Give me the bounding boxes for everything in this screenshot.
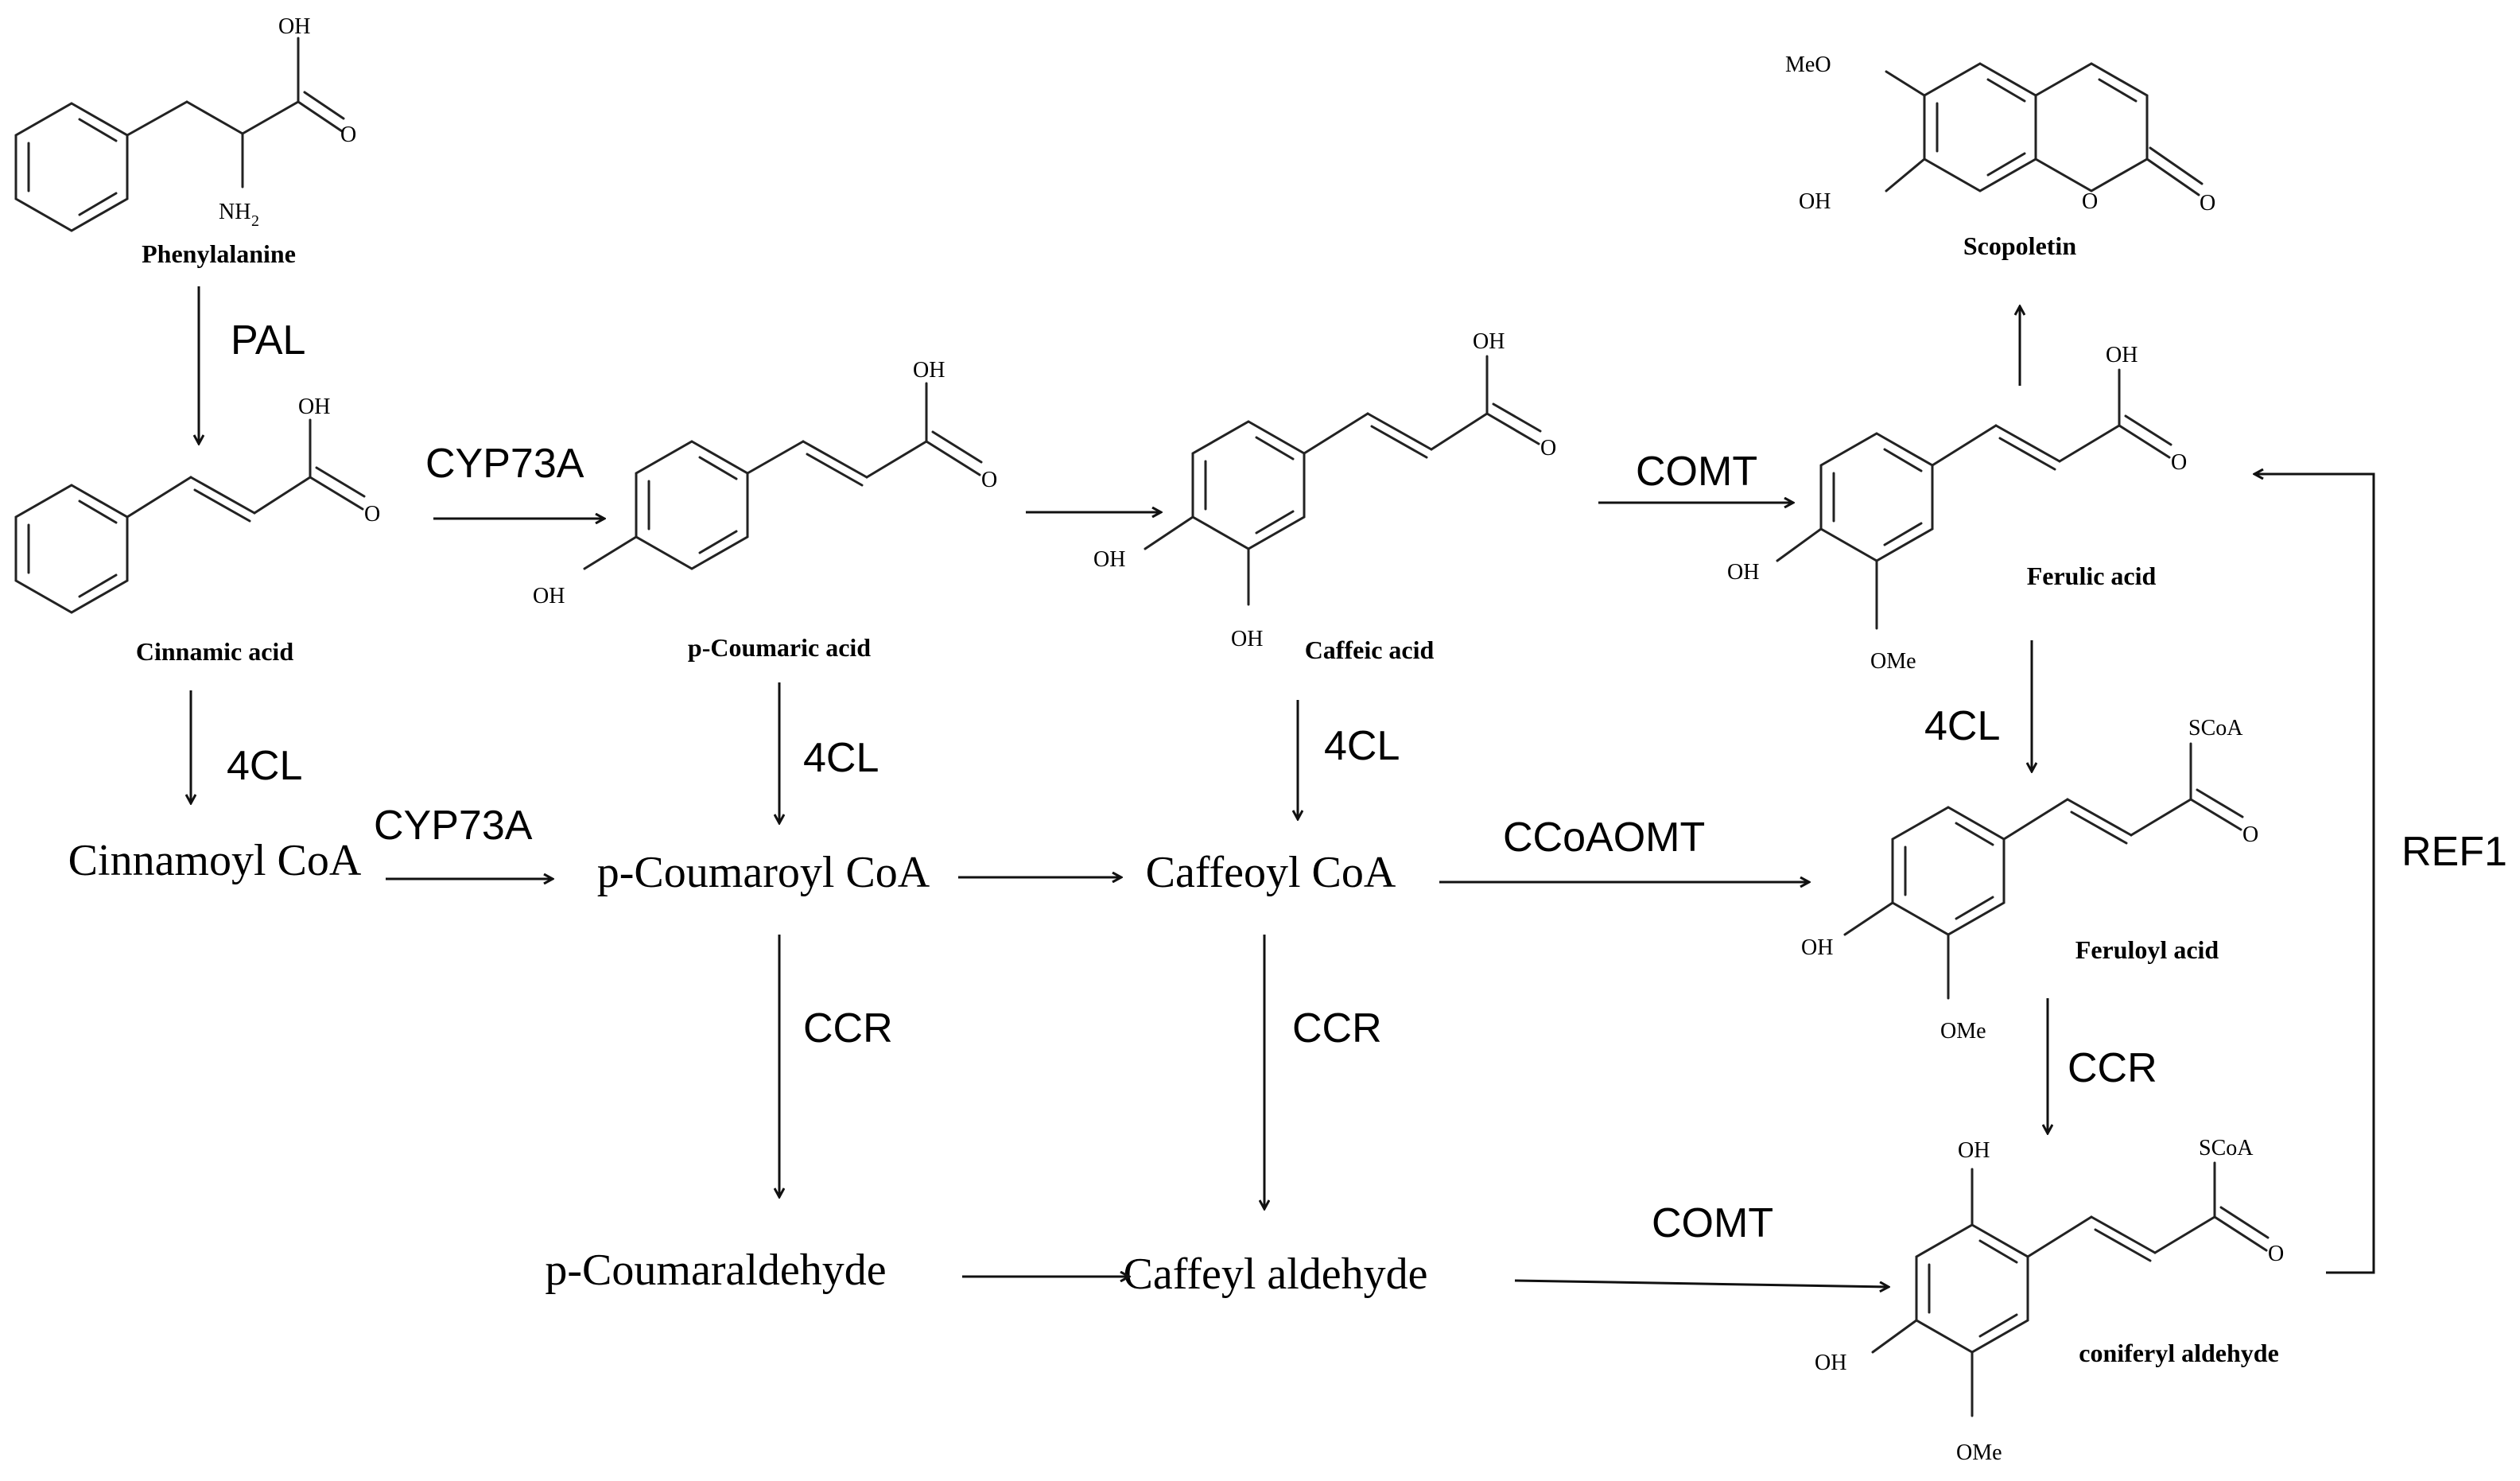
phenylalanine-oh-label: OH xyxy=(278,14,310,39)
caffeic-acid-oh-bottom-label: OH xyxy=(1231,627,1263,651)
coniferyl-aldehyde-oh-label: OH xyxy=(1815,1351,1846,1375)
phenylalanine-name: Phenylalanine xyxy=(142,239,296,268)
enzyme-4cl-2: 4CL xyxy=(803,735,879,781)
feruloyl-acid-ome-label: OMe xyxy=(1940,1019,1986,1044)
enzyme-ccr-1: CCR xyxy=(803,1005,893,1051)
cinnamic-acid-structure xyxy=(14,418,366,614)
scopoletin-ring-o-label: O xyxy=(2082,189,2098,214)
enzyme-4cl-1: 4CL xyxy=(227,743,302,789)
arrow-comt-bottom xyxy=(1514,1279,1889,1287)
feruloyl-acid-o-label: O xyxy=(2242,822,2258,847)
arrow-ref1 xyxy=(2254,474,2375,1274)
caffeoyl-coa-label: Caffeoyl CoA xyxy=(1146,848,1396,897)
ferulic-acid-o-label: O xyxy=(2171,450,2187,475)
feruloyl-acid-structure xyxy=(1843,742,2244,1000)
enzyme-pal: PAL xyxy=(231,317,305,363)
enzyme-ccr-3: CCR xyxy=(2068,1045,2157,1091)
coniferyl-aldehyde-structure xyxy=(1871,1161,2270,1417)
scopoletin-structure xyxy=(1885,62,2204,196)
feruloyl-acid-oh-label: OH xyxy=(1801,935,1833,960)
ferulic-acid-structure xyxy=(1776,368,2172,630)
phenylalanine-nh2-subscript: 2 xyxy=(251,212,259,230)
cinnamoyl-coa-label: Cinnamoyl CoA xyxy=(68,836,362,885)
enzyme-ccoaomt: CCoAOMT xyxy=(1503,814,1705,861)
coniferyl-aldehyde-o-label: O xyxy=(2268,1242,2284,1266)
caffeic-acid-name: Caffeic acid xyxy=(1305,636,1435,664)
caffeic-acid-oh-ring-label: OH xyxy=(1093,547,1125,572)
p-coumaric-acid-structure xyxy=(583,382,983,570)
enzyme-comt-top: COMT xyxy=(1636,449,1757,495)
coniferyl-aldehyde-name: coniferyl aldehyde xyxy=(2079,1339,2279,1367)
scopoletin-meo-label: MeO xyxy=(1785,52,1831,77)
scopoletin-name: Scopoletin xyxy=(1963,231,2076,260)
enzyme-4cl-3: 4CL xyxy=(1324,723,1400,769)
cinnamic-acid-o-label: O xyxy=(364,502,380,527)
enzyme-ref1: REF1 xyxy=(2402,829,2507,875)
caffeic-acid-o-label: O xyxy=(1540,436,1556,461)
caffeic-acid-oh-top-label: OH xyxy=(1473,329,1505,354)
ferulic-acid-name: Ferulic acid xyxy=(2027,562,2157,590)
p-coumaric-acid-oh-ring-label: OH xyxy=(533,584,565,608)
ferulic-acid-ome-label: OMe xyxy=(1870,649,1916,674)
scopoletin-oh-label: OH xyxy=(1799,189,1831,214)
ferulic-acid-oh-top-label: OH xyxy=(2106,343,2138,367)
enzyme-ccr-2: CCR xyxy=(1292,1005,1382,1051)
feruloyl-acid-scoa-label: SCoA xyxy=(2188,716,2243,740)
p-coumaric-acid-oh-top-label: OH xyxy=(913,358,945,383)
enzyme-cyp73a-bottom: CYP73A xyxy=(374,803,533,849)
scopoletin-o-label: O xyxy=(2200,191,2215,216)
coniferyl-aldehyde-oh-top-label: OH xyxy=(1958,1138,1990,1163)
caffeic-acid-structure xyxy=(1144,355,1542,606)
enzyme-cyp73a-top: CYP73A xyxy=(425,441,584,487)
cinnamic-acid-name: Cinnamic acid xyxy=(136,637,293,666)
feruloyl-acid-name: Feruloyl acid xyxy=(2075,935,2219,964)
phenylalanine-structure xyxy=(14,37,345,232)
ferulic-acid-oh-label: OH xyxy=(1727,560,1759,585)
reaction-arrows xyxy=(191,286,2375,1287)
cinnamic-acid-oh-label: OH xyxy=(298,395,330,419)
enzyme-4cl-4: 4CL xyxy=(1924,703,2000,749)
coniferyl-aldehyde-scoa-label: SCoA xyxy=(2199,1136,2254,1160)
enzyme-comt-bottom: COMT xyxy=(1652,1200,1773,1246)
phenylalanine-o-label: O xyxy=(340,122,356,147)
p-coumaric-acid-o-label: O xyxy=(981,468,997,492)
phenylalanine-nh-label: NH xyxy=(219,200,250,224)
p-coumaraldehyde-label: p-Coumaraldehyde xyxy=(545,1246,886,1295)
coniferyl-aldehyde-ome-label: OMe xyxy=(1956,1440,2002,1465)
p-coumaroyl-coa-label: p-Coumaroyl CoA xyxy=(597,848,930,897)
p-coumaric-acid-name: p-Coumaric acid xyxy=(688,633,871,662)
caffeyl-aldehyde-label: Caffeyl aldehyde xyxy=(1123,1250,1427,1299)
